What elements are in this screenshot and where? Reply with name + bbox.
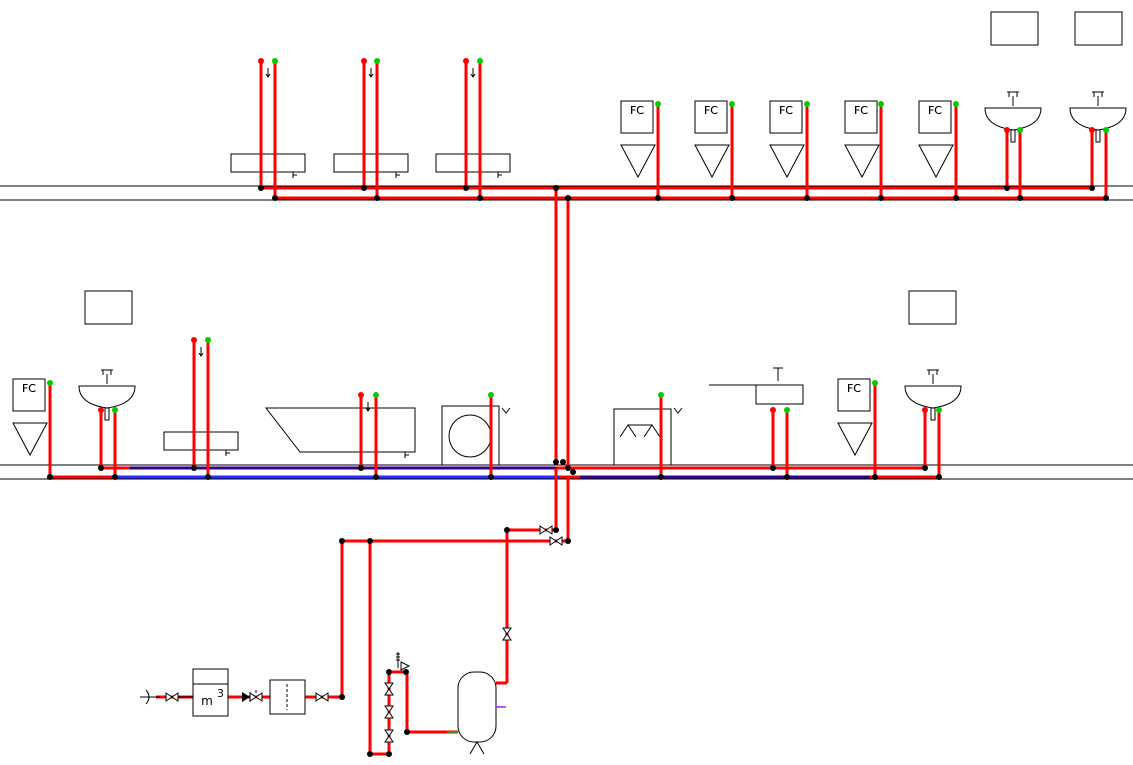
fc-label-6: FC [22, 382, 36, 395]
inlet-assembly: m 3 [140, 668, 329, 717]
fc-label-1: FC [630, 104, 644, 117]
washing-machine-icon [441, 405, 511, 466]
cistern-icon-1 [230, 153, 306, 179]
fc-label-2: FC [704, 104, 718, 117]
room-label-boxes [84, 11, 1123, 325]
pipe-nodes [47, 185, 1109, 757]
check-valve-icon-2 [384, 705, 394, 719]
kitchen-sink-icon [709, 367, 804, 405]
lower-risers [48, 340, 941, 477]
fc-label-5: FC [928, 104, 942, 117]
basement-pipes [156, 468, 570, 756]
washbasin-icon-4 [904, 369, 962, 421]
gate-valve-icon-5 [549, 536, 563, 546]
gate-valve-icon-2 [249, 690, 263, 702]
bathtub-icon [264, 407, 416, 458]
cistern-icon-3 [435, 153, 511, 179]
svg-text:3: 3 [217, 687, 224, 700]
fc-label-3: FC [779, 104, 793, 117]
washbasin-icon-2 [1069, 91, 1127, 143]
gate-valve-icon-8 [384, 729, 394, 743]
washbasin-icon-1 [984, 91, 1042, 143]
gate-valve-icon-1 [165, 692, 179, 702]
pipe-end-markers [47, 58, 1109, 413]
gate-valve-icon-4 [539, 525, 553, 535]
gate-valve-icon-3 [315, 692, 329, 702]
svg-text:m: m [201, 694, 213, 708]
fc-label-7: FC [847, 382, 861, 395]
lower-main-pipes [50, 466, 940, 479]
main-riser [554, 188, 570, 466]
water-heater-tank-icon [447, 671, 506, 755]
safety-valve-icon [396, 652, 411, 671]
dishwasher-icon [613, 407, 683, 466]
upper-main-pipes [261, 186, 1106, 200]
filter-icon [269, 679, 306, 715]
fc-label-4: FC [854, 104, 868, 117]
check-valve-icon [242, 692, 251, 702]
tap-marks [198, 68, 476, 412]
cistern-icon-2 [333, 153, 409, 179]
upper-risers [259, 61, 1108, 198]
gate-valve-icon-7 [384, 682, 394, 696]
cistern-icon-4 [163, 431, 239, 457]
gate-valve-icon-6 [502, 627, 512, 641]
water-meter-icon: m 3 [192, 668, 229, 717]
washbasin-icon-3 [78, 369, 136, 421]
